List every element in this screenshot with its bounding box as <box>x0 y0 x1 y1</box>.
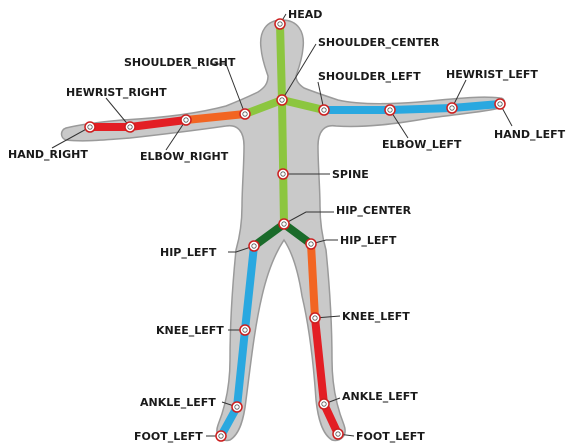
label-hand-right: HAND_RIGHT <box>8 148 88 161</box>
bone-forearm-left <box>390 108 452 110</box>
label-head: HEAD <box>288 8 322 21</box>
label-elbow-left: ELBOW_LEFT <box>382 138 462 151</box>
label-ankle-left-1: ANKLE_LEFT <box>140 396 216 409</box>
joint-hewrist-left <box>447 103 457 113</box>
label-foot-left-2: FOOT_LEFT <box>356 430 425 443</box>
label-spine: SPINE <box>332 168 369 181</box>
joint-spine <box>278 169 288 179</box>
label-hip-left-1: HIP_LEFT <box>160 246 217 259</box>
joint-hip-center <box>279 219 289 229</box>
joint-elbow-right <box>181 115 191 125</box>
bone-thigh-viewer-right <box>311 244 315 318</box>
label-hewrist-right: HEWRIST_RIGHT <box>66 86 167 99</box>
joint-ankle-left-2 <box>319 399 329 409</box>
joint-hewrist-right <box>125 122 135 132</box>
label-shoulder-left: SHOULDER_LEFT <box>318 70 421 83</box>
bone-hand-left <box>452 104 500 108</box>
joint-foot-left-2 <box>333 429 343 439</box>
joint-shoulder-left <box>319 105 329 115</box>
label-shoulder-right: SHOULDER_RIGHT <box>124 56 236 69</box>
label-hip-left-2: HIP_LEFT <box>340 234 397 247</box>
bone-head-neck <box>280 24 282 100</box>
label-knee-left-1: KNEE_LEFT <box>156 324 224 337</box>
label-hand-left: HAND_LEFT <box>494 128 566 141</box>
joint-ankle-left-1 <box>232 402 242 412</box>
label-foot-left-1: FOOT_LEFT <box>134 430 203 443</box>
joint-head <box>275 19 285 29</box>
joint-hand-left <box>495 99 505 109</box>
joint-elbow-left <box>385 105 395 115</box>
joint-hip-left-2 <box>306 239 316 249</box>
label-elbow-right: ELBOW_RIGHT <box>140 150 229 163</box>
joint-shoulder-right <box>240 109 250 119</box>
label-ankle-left-2: ANKLE_LEFT <box>342 390 418 403</box>
label-hewrist-left: HEWRIST_LEFT <box>446 68 538 81</box>
label-shoulder-center: SHOULDER_CENTER <box>318 36 440 49</box>
joint-hand-right <box>85 122 95 132</box>
joint-knee-left-1 <box>240 325 250 335</box>
joint-shoulder-center <box>277 95 287 105</box>
label-knee-left-2: KNEE_LEFT <box>342 310 410 323</box>
label-hip-center: HIP_CENTER <box>336 204 412 217</box>
joint-knee-left-2 <box>310 313 320 323</box>
bone-spine <box>282 100 284 224</box>
joint-hip-left-1 <box>249 241 259 251</box>
joint-foot-left-1 <box>216 431 226 441</box>
